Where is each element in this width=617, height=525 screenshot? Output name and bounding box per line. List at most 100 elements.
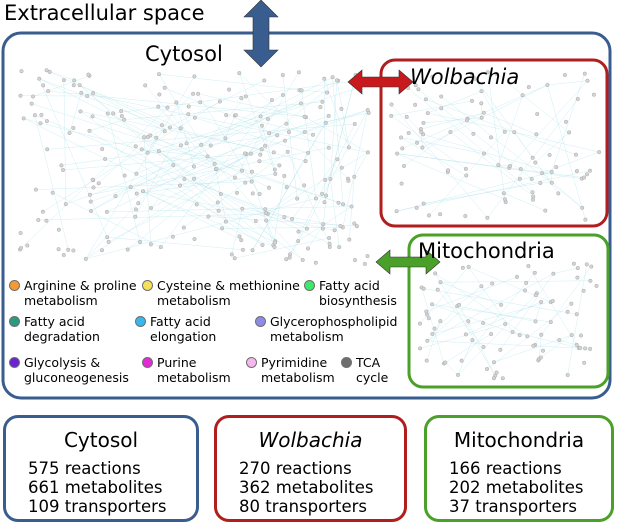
network-node <box>67 131 72 135</box>
network-node <box>581 288 586 293</box>
network-node <box>575 275 580 280</box>
summary-metabolites: 661 metabolites <box>28 478 163 497</box>
network-edge <box>553 267 578 274</box>
network-node <box>365 108 370 113</box>
network-node <box>273 240 278 245</box>
network-node <box>269 98 274 103</box>
network-edge <box>42 101 221 212</box>
network-node <box>414 205 419 210</box>
network-edge <box>34 115 69 250</box>
network-node <box>250 248 255 253</box>
network-node <box>139 147 144 152</box>
network-edge <box>428 131 506 216</box>
legend-swatch <box>341 357 352 368</box>
network-node <box>588 346 593 351</box>
network-node <box>335 157 340 162</box>
network-node <box>223 136 228 141</box>
network-node <box>224 113 229 118</box>
network-edge <box>325 109 368 124</box>
network-node <box>320 191 325 196</box>
network-node <box>557 338 562 343</box>
network-node <box>284 185 289 190</box>
network-edge <box>432 304 520 336</box>
network-edge <box>198 93 306 118</box>
network-edge <box>143 137 152 245</box>
network-node <box>220 226 225 231</box>
network-node <box>471 131 476 136</box>
network-node <box>295 196 300 201</box>
network-edge <box>164 87 278 136</box>
network-node <box>186 112 191 117</box>
network-node <box>353 258 357 263</box>
network-node <box>111 111 116 116</box>
network-node <box>223 219 228 224</box>
network-edge <box>420 112 484 130</box>
network-node <box>425 338 430 343</box>
network-node <box>284 257 289 262</box>
network-edge <box>130 186 275 248</box>
network-node <box>531 194 536 199</box>
network-node <box>318 105 323 110</box>
network-edge <box>194 117 309 154</box>
network-edge <box>89 119 125 132</box>
network-node <box>191 164 196 169</box>
network-edge <box>34 114 308 229</box>
network-node <box>485 70 490 75</box>
network-node <box>524 280 529 285</box>
network-node <box>249 179 254 184</box>
network-node <box>501 191 506 196</box>
network-node <box>583 217 588 222</box>
network-edge <box>289 123 356 255</box>
arrow-cytosol-wolbachia <box>347 69 414 95</box>
network-edge <box>342 110 368 228</box>
network-node <box>525 334 530 339</box>
network-node <box>531 197 535 202</box>
network-node <box>556 191 561 196</box>
network-node <box>72 78 77 83</box>
network-node <box>171 163 176 167</box>
network-node <box>149 206 153 210</box>
network-edge <box>324 78 350 148</box>
network-node <box>233 113 238 118</box>
network-node <box>512 130 517 135</box>
network-node <box>346 145 351 150</box>
network-node <box>79 90 84 95</box>
network-node <box>178 183 182 188</box>
network-edge <box>533 266 592 346</box>
network-node <box>122 173 127 178</box>
network-node <box>262 78 267 83</box>
network-edge <box>567 264 587 376</box>
network-node <box>569 301 574 306</box>
network-node <box>338 224 343 228</box>
network-edge <box>336 80 350 148</box>
network-node <box>327 241 332 246</box>
network-node <box>88 199 93 204</box>
summary-box-cytosol: Cytosol 575 reactions 661 metabolites 10… <box>3 415 199 522</box>
network-node <box>347 237 352 242</box>
legend-swatch <box>246 357 257 368</box>
network-node <box>168 125 172 130</box>
network-node <box>325 90 330 95</box>
network-node <box>250 191 255 196</box>
network-node <box>503 197 507 202</box>
network-node <box>324 193 329 198</box>
network-node <box>499 302 504 307</box>
network-node <box>424 309 429 314</box>
network-edge <box>541 151 600 174</box>
network-node <box>433 271 438 276</box>
network-node <box>280 93 285 97</box>
network-node <box>260 243 265 248</box>
network-node <box>199 142 204 147</box>
network-edge <box>183 151 288 228</box>
network-node <box>494 370 499 375</box>
network-node <box>554 165 559 170</box>
network-node <box>285 149 290 154</box>
network-node <box>565 309 570 314</box>
network-node <box>443 360 448 365</box>
network-node <box>485 215 490 220</box>
network-edge <box>158 151 303 261</box>
